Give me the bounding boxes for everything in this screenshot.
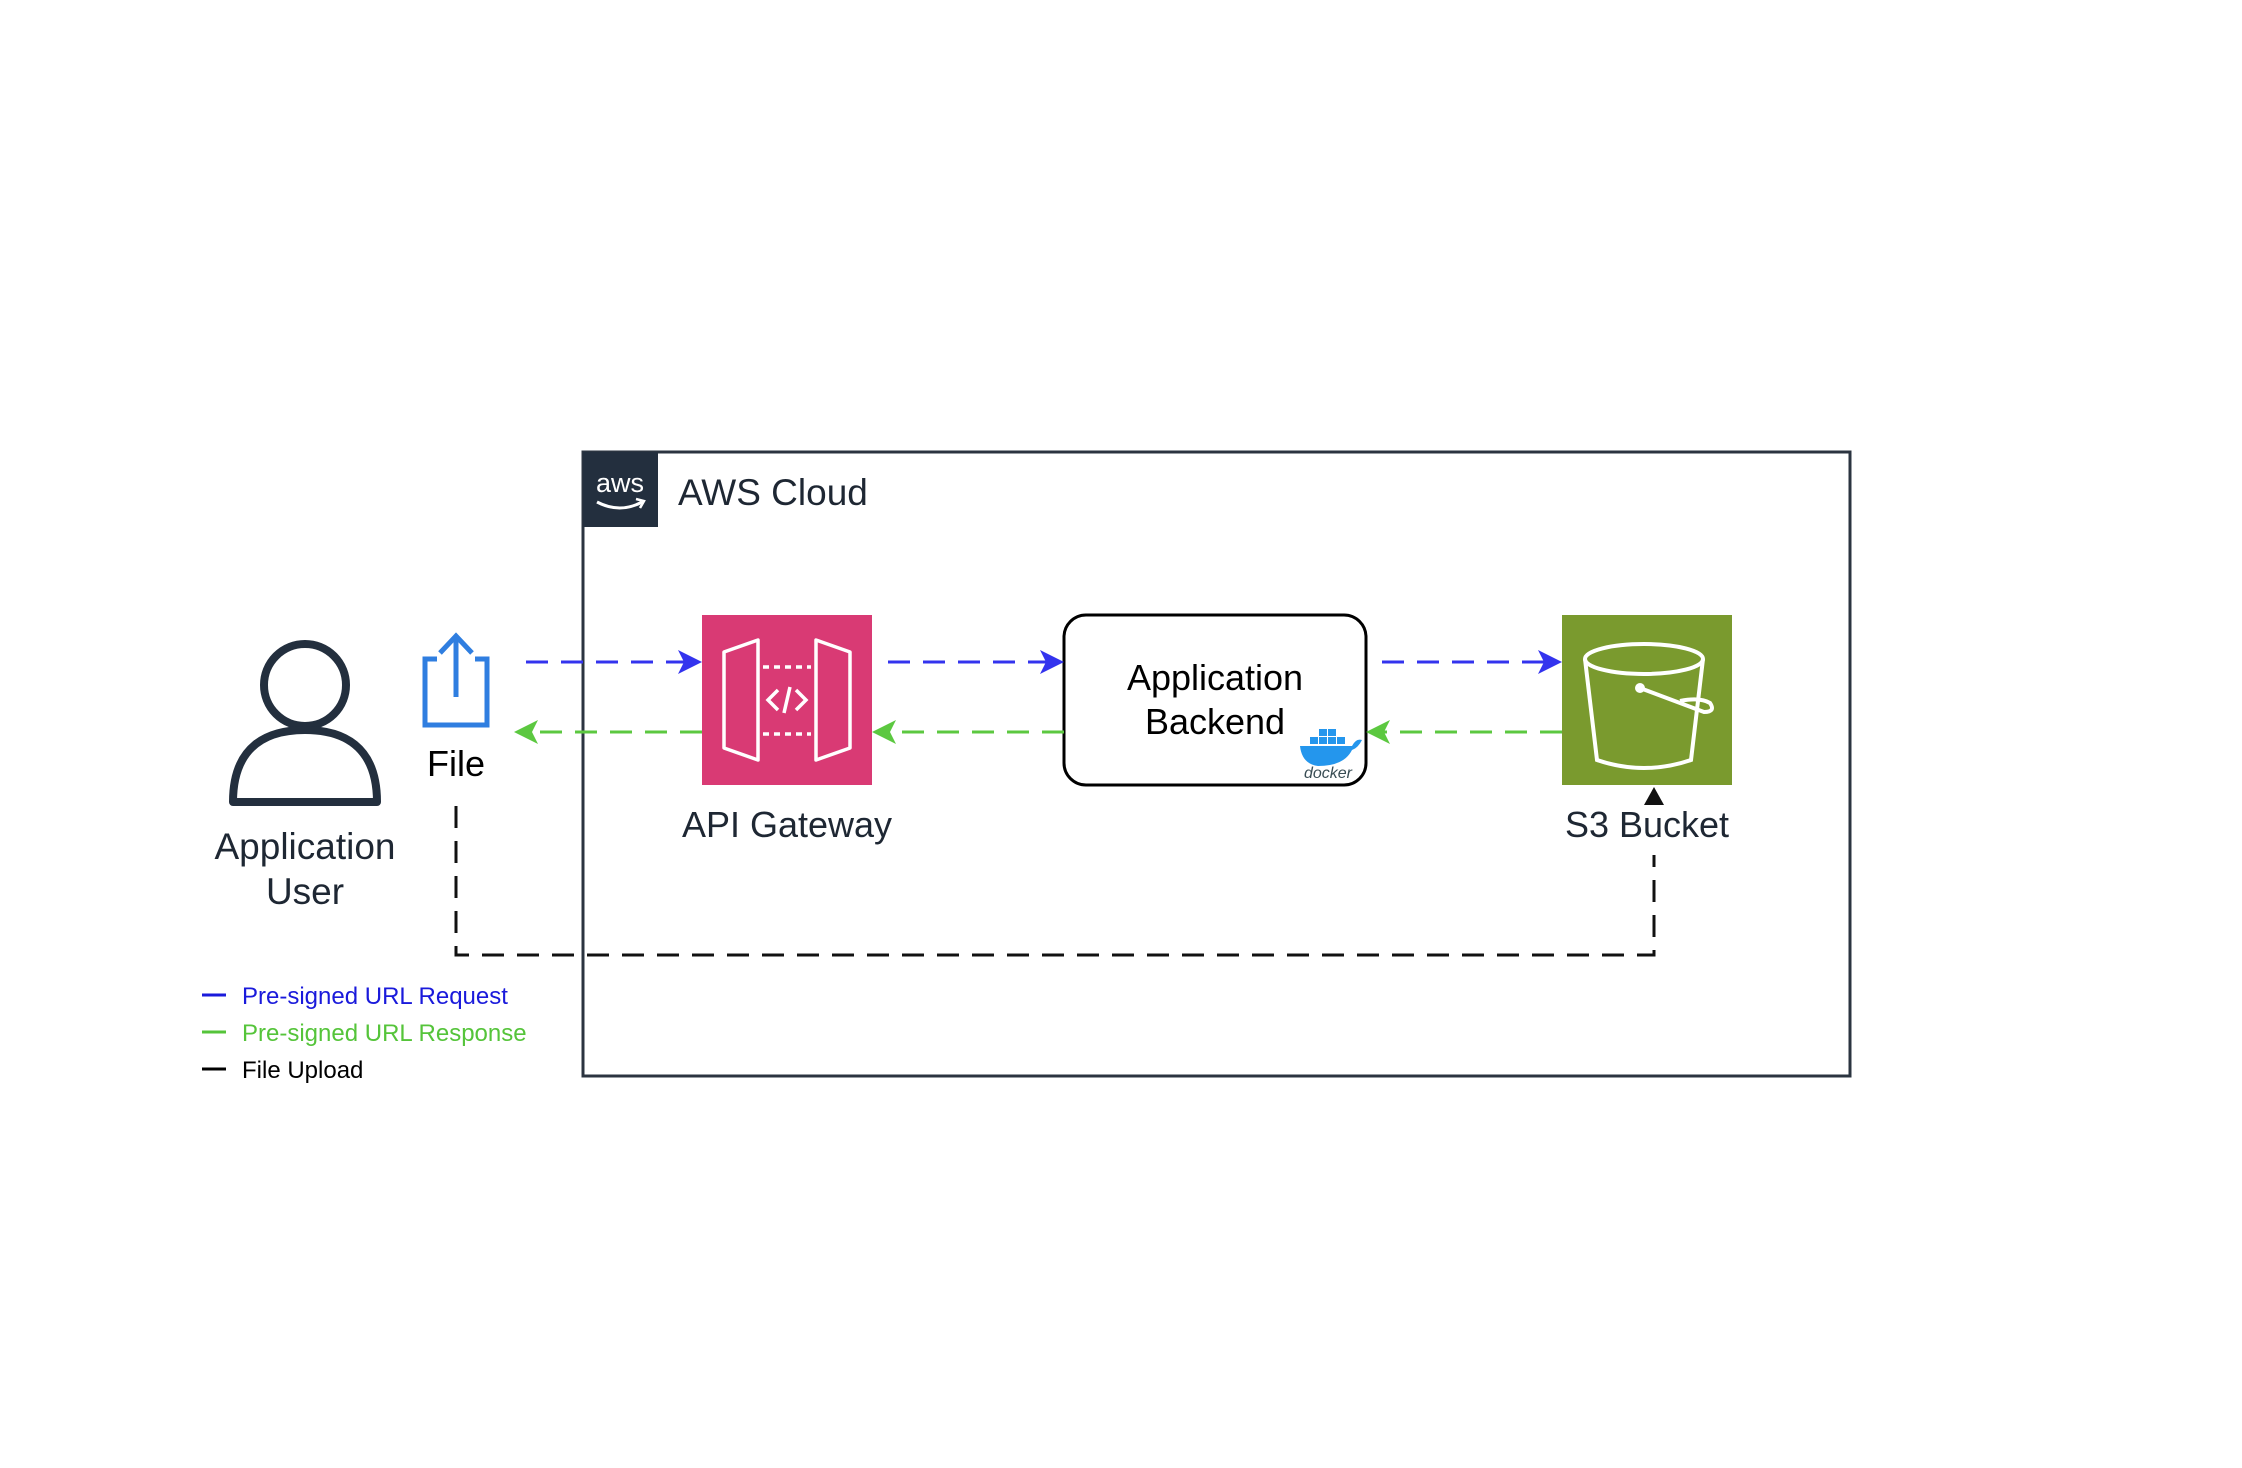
application-backend-box: Application Backend docker — [1062, 613, 1368, 787]
aws-cloud-group: aws AWS Cloud — [581, 450, 1852, 1078]
request-arrowhead-s3 — [1538, 650, 1562, 674]
upload-arrowhead-s3 — [1644, 787, 1664, 805]
legend-label-upload: File Upload — [242, 1057, 363, 1084]
request-arrowhead-gateway — [678, 650, 702, 674]
backend-label-line2: Backend — [1145, 701, 1285, 742]
response-arrowhead-file — [514, 720, 538, 744]
aws-logo-text: aws — [596, 468, 644, 498]
share-upload-icon — [422, 632, 490, 728]
backend-label-line1: Application — [1127, 657, 1303, 698]
user-icon — [229, 640, 381, 806]
upload-arrow — [454, 787, 1664, 957]
s3-label: S3 Bucket — [1565, 804, 1729, 845]
user-label-line2: User — [266, 871, 344, 912]
api-gateway-icon — [702, 615, 872, 785]
response-arrows — [514, 720, 1562, 744]
file-label: File — [427, 743, 485, 784]
aws-logo-icon: aws — [583, 452, 658, 527]
response-arrowhead-backend — [1366, 720, 1390, 744]
api-gateway-label: API Gateway — [682, 804, 892, 845]
s3-bucket-icon — [1562, 615, 1732, 785]
aws-cloud-title: AWS Cloud — [678, 472, 868, 513]
docker-text: docker — [1304, 765, 1353, 782]
legend-label-response: Pre-signed URL Response — [242, 1020, 527, 1047]
docker-whale-icon: docker — [1300, 729, 1362, 782]
request-arrows — [526, 650, 1562, 674]
legend: Pre-signed URL Request Pre-signed URL Re… — [202, 983, 527, 1084]
legend-label-request: Pre-signed URL Request — [242, 983, 508, 1010]
request-arrowhead-backend — [1040, 650, 1064, 674]
response-arrowhead-gateway — [872, 720, 896, 744]
aws-cloud-border — [581, 450, 1852, 1078]
user-label-line1: Application — [214, 826, 395, 867]
